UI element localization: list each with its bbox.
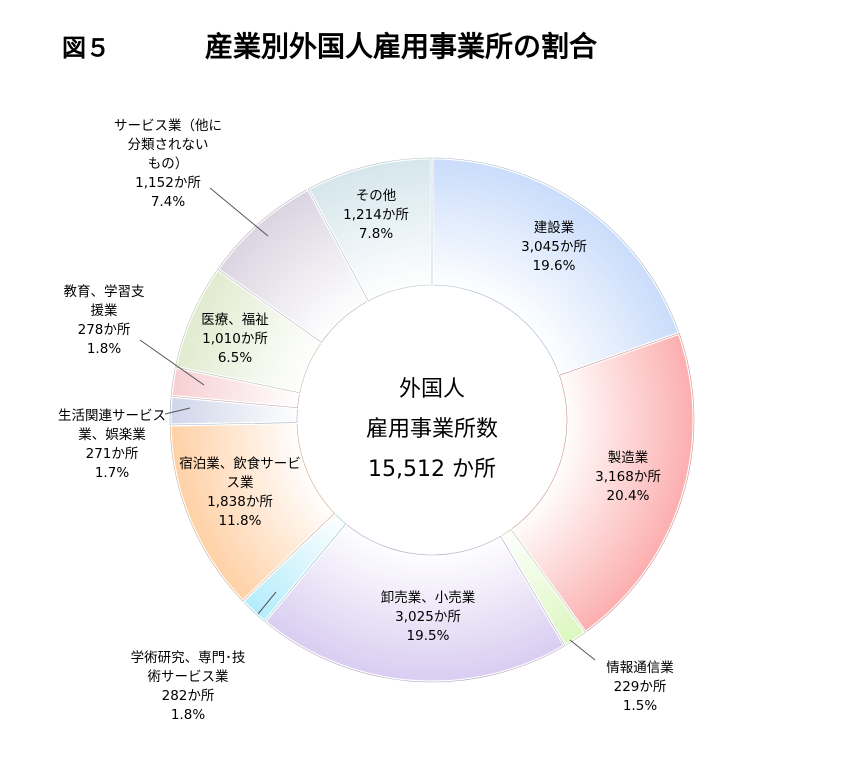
slice-label-value-manufacturing: 3,168か所 <box>595 469 661 485</box>
slice-label-value-hospitality: 1,838か所 <box>207 494 273 510</box>
slice-label-percent-education: 1.8% <box>87 341 121 357</box>
slice-label-construction: 建設業 3,045か所 19.6% <box>521 220 587 274</box>
slice-label-percent-construction: 19.6% <box>533 258 576 274</box>
slice-outline-other <box>307 157 433 302</box>
slice-label-other: その他 1,214か所 7.8% <box>343 188 409 242</box>
slice-label-name-line-construction: 建設業 <box>534 220 575 236</box>
slice-label-value-education: 278か所 <box>78 322 131 338</box>
slice-label-name-line-living: 業、娯楽業 <box>78 427 146 443</box>
leader-line-services <box>209 187 269 237</box>
slice-label-name-line-manufacturing: 製造業 <box>608 450 649 466</box>
slice-label-name-line-education: 援業 <box>91 303 118 319</box>
slice-label-manufacturing: 製造業 3,168か所 20.4% <box>595 450 661 504</box>
slice-label-value-living: 271か所 <box>86 446 139 462</box>
center-label: 外国人 雇用事業所数 15,512 か所 <box>366 377 498 482</box>
center-label-line-3: 15,512 か所 <box>368 457 496 482</box>
slice-label-name-line-education: 教育、学習支 <box>64 284 145 300</box>
slice-label-percent-medical: 6.5% <box>218 350 252 366</box>
slice-label-medical: 医療、福祉 1,010か所 6.5% <box>201 311 269 366</box>
slice-label-value-other: 1,214か所 <box>343 207 409 223</box>
slice-label-value-medical: 1,010か所 <box>202 331 268 347</box>
center-label-line-2: 雇用事業所数 <box>366 417 498 442</box>
slice-label-name-line-services: もの） <box>148 156 189 172</box>
slice-label-percent-academic: 1.8% <box>171 707 205 723</box>
slice-label-value-wholesale: 3,025か所 <box>395 609 461 625</box>
slice-label-value-construction: 3,045か所 <box>521 239 587 255</box>
slice-label-percent-hospitality: 11.8% <box>219 513 262 529</box>
leader-line-living <box>164 407 191 415</box>
slice-label-value-services: 1,152か所 <box>135 175 201 191</box>
slice-label-name-line-services: サービス業（他に <box>114 118 222 134</box>
slice-label-name-line-academic: 術サービス業 <box>148 669 229 685</box>
slice-outline-wholesale <box>264 523 566 683</box>
slice-outline-construction <box>431 157 680 376</box>
slice-labels: 建設業 3,045か所 19.6% 製造業 3,168か所 20.4% 情報通信業 229か所… <box>58 118 674 723</box>
slice-label-name-line-other: その他 <box>356 188 397 204</box>
slice-label-percent-manufacturing: 20.4% <box>607 488 650 504</box>
slice-label-percent-living: 1.7% <box>95 465 129 481</box>
slice-label-percent-wholesale: 19.5% <box>407 628 450 644</box>
slice-label-name-line-information: 情報通信業 <box>606 660 674 676</box>
chart-title: 産業別外国人雇用事業所の割合 <box>205 30 598 63</box>
slice-label-percent-services: 7.4% <box>151 194 185 210</box>
slice-label-name-line-hospitality: ス業 <box>227 475 254 491</box>
slice-label-name-line-medical: 医療、福祉 <box>201 311 269 328</box>
slices-group <box>168 156 696 684</box>
slice-label-percent-information: 1.5% <box>623 698 657 714</box>
slice-label-name-line-wholesale: 卸売業、小売業 <box>381 590 476 606</box>
figure-number: 図５ <box>62 34 110 62</box>
slice-label-wholesale: 卸売業、小売業 3,025か所 19.5% <box>381 590 476 644</box>
leader-lines <box>139 187 596 661</box>
slice-label-name-line-academic: 学術研究、専門･技 <box>131 650 246 666</box>
leader-line-academic <box>257 591 277 615</box>
slice-label-value-information: 229か所 <box>614 679 667 695</box>
slice-label-name-line-services: 分類されない <box>128 137 209 153</box>
slice-label-name-line-living: 生活関連サービス <box>58 408 166 424</box>
leader-line-education <box>139 339 205 386</box>
slice-outline-manufacturing <box>510 332 695 633</box>
slice-label-name-line-hospitality: 宿泊業、飲食サービ <box>179 455 301 472</box>
slice-label-value-academic: 282か所 <box>162 688 215 704</box>
leader-line-information <box>569 639 596 661</box>
slice-label-percent-other: 7.8% <box>359 226 393 242</box>
center-label-line-1: 外国人 <box>399 377 465 402</box>
slice-label-information: 情報通信業 229か所 1.5% <box>606 660 674 714</box>
